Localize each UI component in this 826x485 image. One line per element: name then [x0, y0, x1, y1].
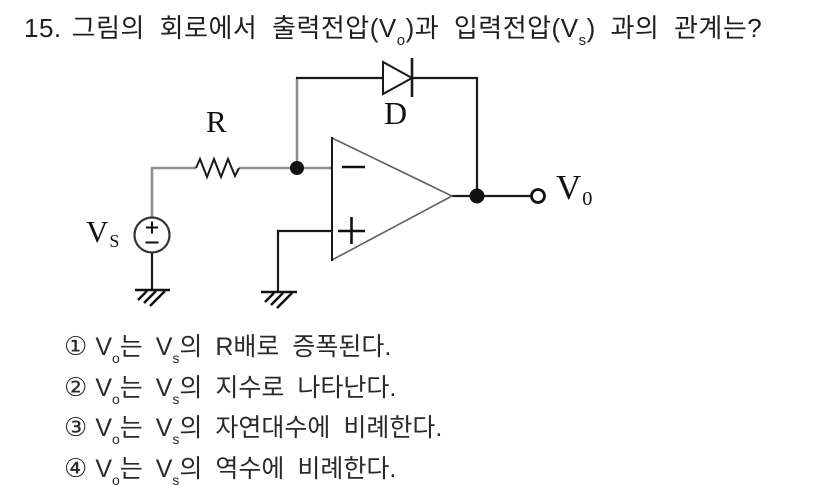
- choice-4-text-b: 의 역수에 비례한다.: [179, 455, 397, 483]
- question-text-post: ) 과의 관계는?: [586, 13, 763, 43]
- choice-1-text-b: 의 R배로 증폭된다.: [179, 333, 392, 361]
- choice-3-number: ③: [64, 412, 88, 442]
- choice-2-vo-sub: o: [112, 391, 120, 407]
- resistor-label: R: [206, 104, 227, 140]
- choice-4-v: V: [95, 455, 112, 483]
- choice-3-text-b: 의 자연대수에 비례한다.: [179, 414, 443, 442]
- question-text-mid: )과 입력전압(V: [405, 13, 579, 43]
- feedback-and-output-wires: [150, 76, 531, 291]
- question-title: 15. 그림의 회로에서 출력전압(Vo)과 입력전압(Vs) 과의 관계는?: [24, 8, 763, 48]
- ground-icon-source: [135, 288, 170, 307]
- choice-2-vs-sub: s: [172, 391, 180, 407]
- resistor-icon: [195, 156, 240, 180]
- resistor-label-text: R: [206, 104, 227, 139]
- choice-1-text-a: 는 V: [119, 333, 173, 361]
- choice-4-text-a: 는 V: [119, 455, 173, 483]
- source-voltage-main: V: [86, 214, 109, 249]
- choice-4-number: ④: [64, 453, 88, 483]
- summing-junction-node: [290, 161, 304, 175]
- output-node: [469, 188, 485, 204]
- choice-2-v: V: [95, 374, 112, 402]
- question-text-pre: 그림의 회로에서 출력전압(V: [71, 13, 397, 43]
- choice-1-v: V: [95, 333, 112, 361]
- choice-4-vs-sub: s: [172, 472, 180, 485]
- question-number: 15.: [24, 13, 62, 43]
- output-voltage-main: V: [556, 168, 582, 207]
- diode-label: D: [384, 95, 407, 132]
- choice-3-vs-sub: s: [172, 431, 180, 447]
- choice-2-number: ②: [64, 372, 88, 402]
- choice-1-number: ①: [64, 331, 88, 361]
- source-voltage-label: VS: [86, 214, 120, 252]
- choice-1-vs-sub: s: [172, 350, 180, 366]
- choice-2-text-b: 의 지수로 나타난다.: [179, 374, 397, 402]
- source-voltage-subscript: S: [109, 231, 120, 252]
- opamp-icon: [331, 136, 454, 262]
- voltage-source-icon: [133, 216, 171, 254]
- diode-icon: [382, 58, 415, 97]
- choice-1-vo-sub: o: [112, 350, 120, 366]
- output-voltage-subscript: 0: [582, 187, 593, 210]
- choice-3-vo-sub: o: [112, 431, 120, 447]
- diode-label-text: D: [384, 95, 408, 131]
- choice-3-text-a: 는 V: [119, 414, 173, 442]
- output-terminal-icon: [530, 188, 546, 204]
- choice-2-text-a: 는 V: [119, 374, 173, 402]
- output-voltage-label: V0: [556, 168, 593, 210]
- ground-icon-noninverting: [261, 290, 297, 309]
- choice-3-v: V: [95, 414, 112, 442]
- question-vo-subscript: o: [396, 32, 406, 50]
- choice-4-vo-sub: o: [112, 472, 120, 485]
- question-vs-subscript: s: [578, 32, 587, 50]
- input-wires: [150, 79, 332, 218]
